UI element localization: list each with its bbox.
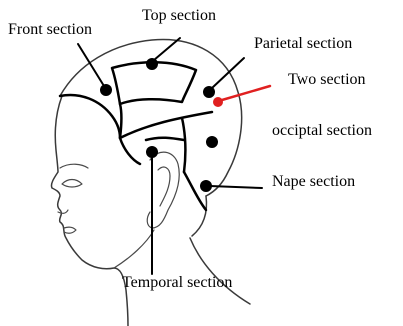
two-leader [222,86,270,100]
nape-dot [200,180,212,192]
occipital-boundary [182,118,185,172]
two-dot [213,97,223,107]
eye [62,180,82,188]
label-two-section: Two section [288,71,366,88]
parietal-dot [203,86,215,98]
label-parietal-section: Parietal section [254,35,352,52]
parietal-boundary [120,104,212,138]
lips [64,227,76,233]
front-dot [100,84,112,96]
top-dot [146,58,158,70]
jaw-line [114,230,154,268]
label-temporal-section: Temporal section [122,274,232,291]
ear-inner [158,167,170,206]
face-profile [51,96,128,326]
front-hairline [60,95,120,138]
occipital-dot [206,136,218,148]
front-leader [78,44,104,86]
label-front-section: Front section [8,21,92,38]
temporal-dot [146,146,158,158]
label-top-section: Top section [142,7,216,24]
neck-back-outline [190,238,250,304]
labels: Front section Top section Parietal secti… [8,7,372,291]
section-lines [60,62,212,210]
label-nape-section: Nape section [272,173,355,190]
nape-boundary [146,138,184,140]
temporal-boundary [120,138,140,164]
label-occipital-section: occiptal section [272,122,372,139]
parietal-leader [212,58,244,88]
top-leader [154,38,180,60]
eyebrow [60,164,88,168]
